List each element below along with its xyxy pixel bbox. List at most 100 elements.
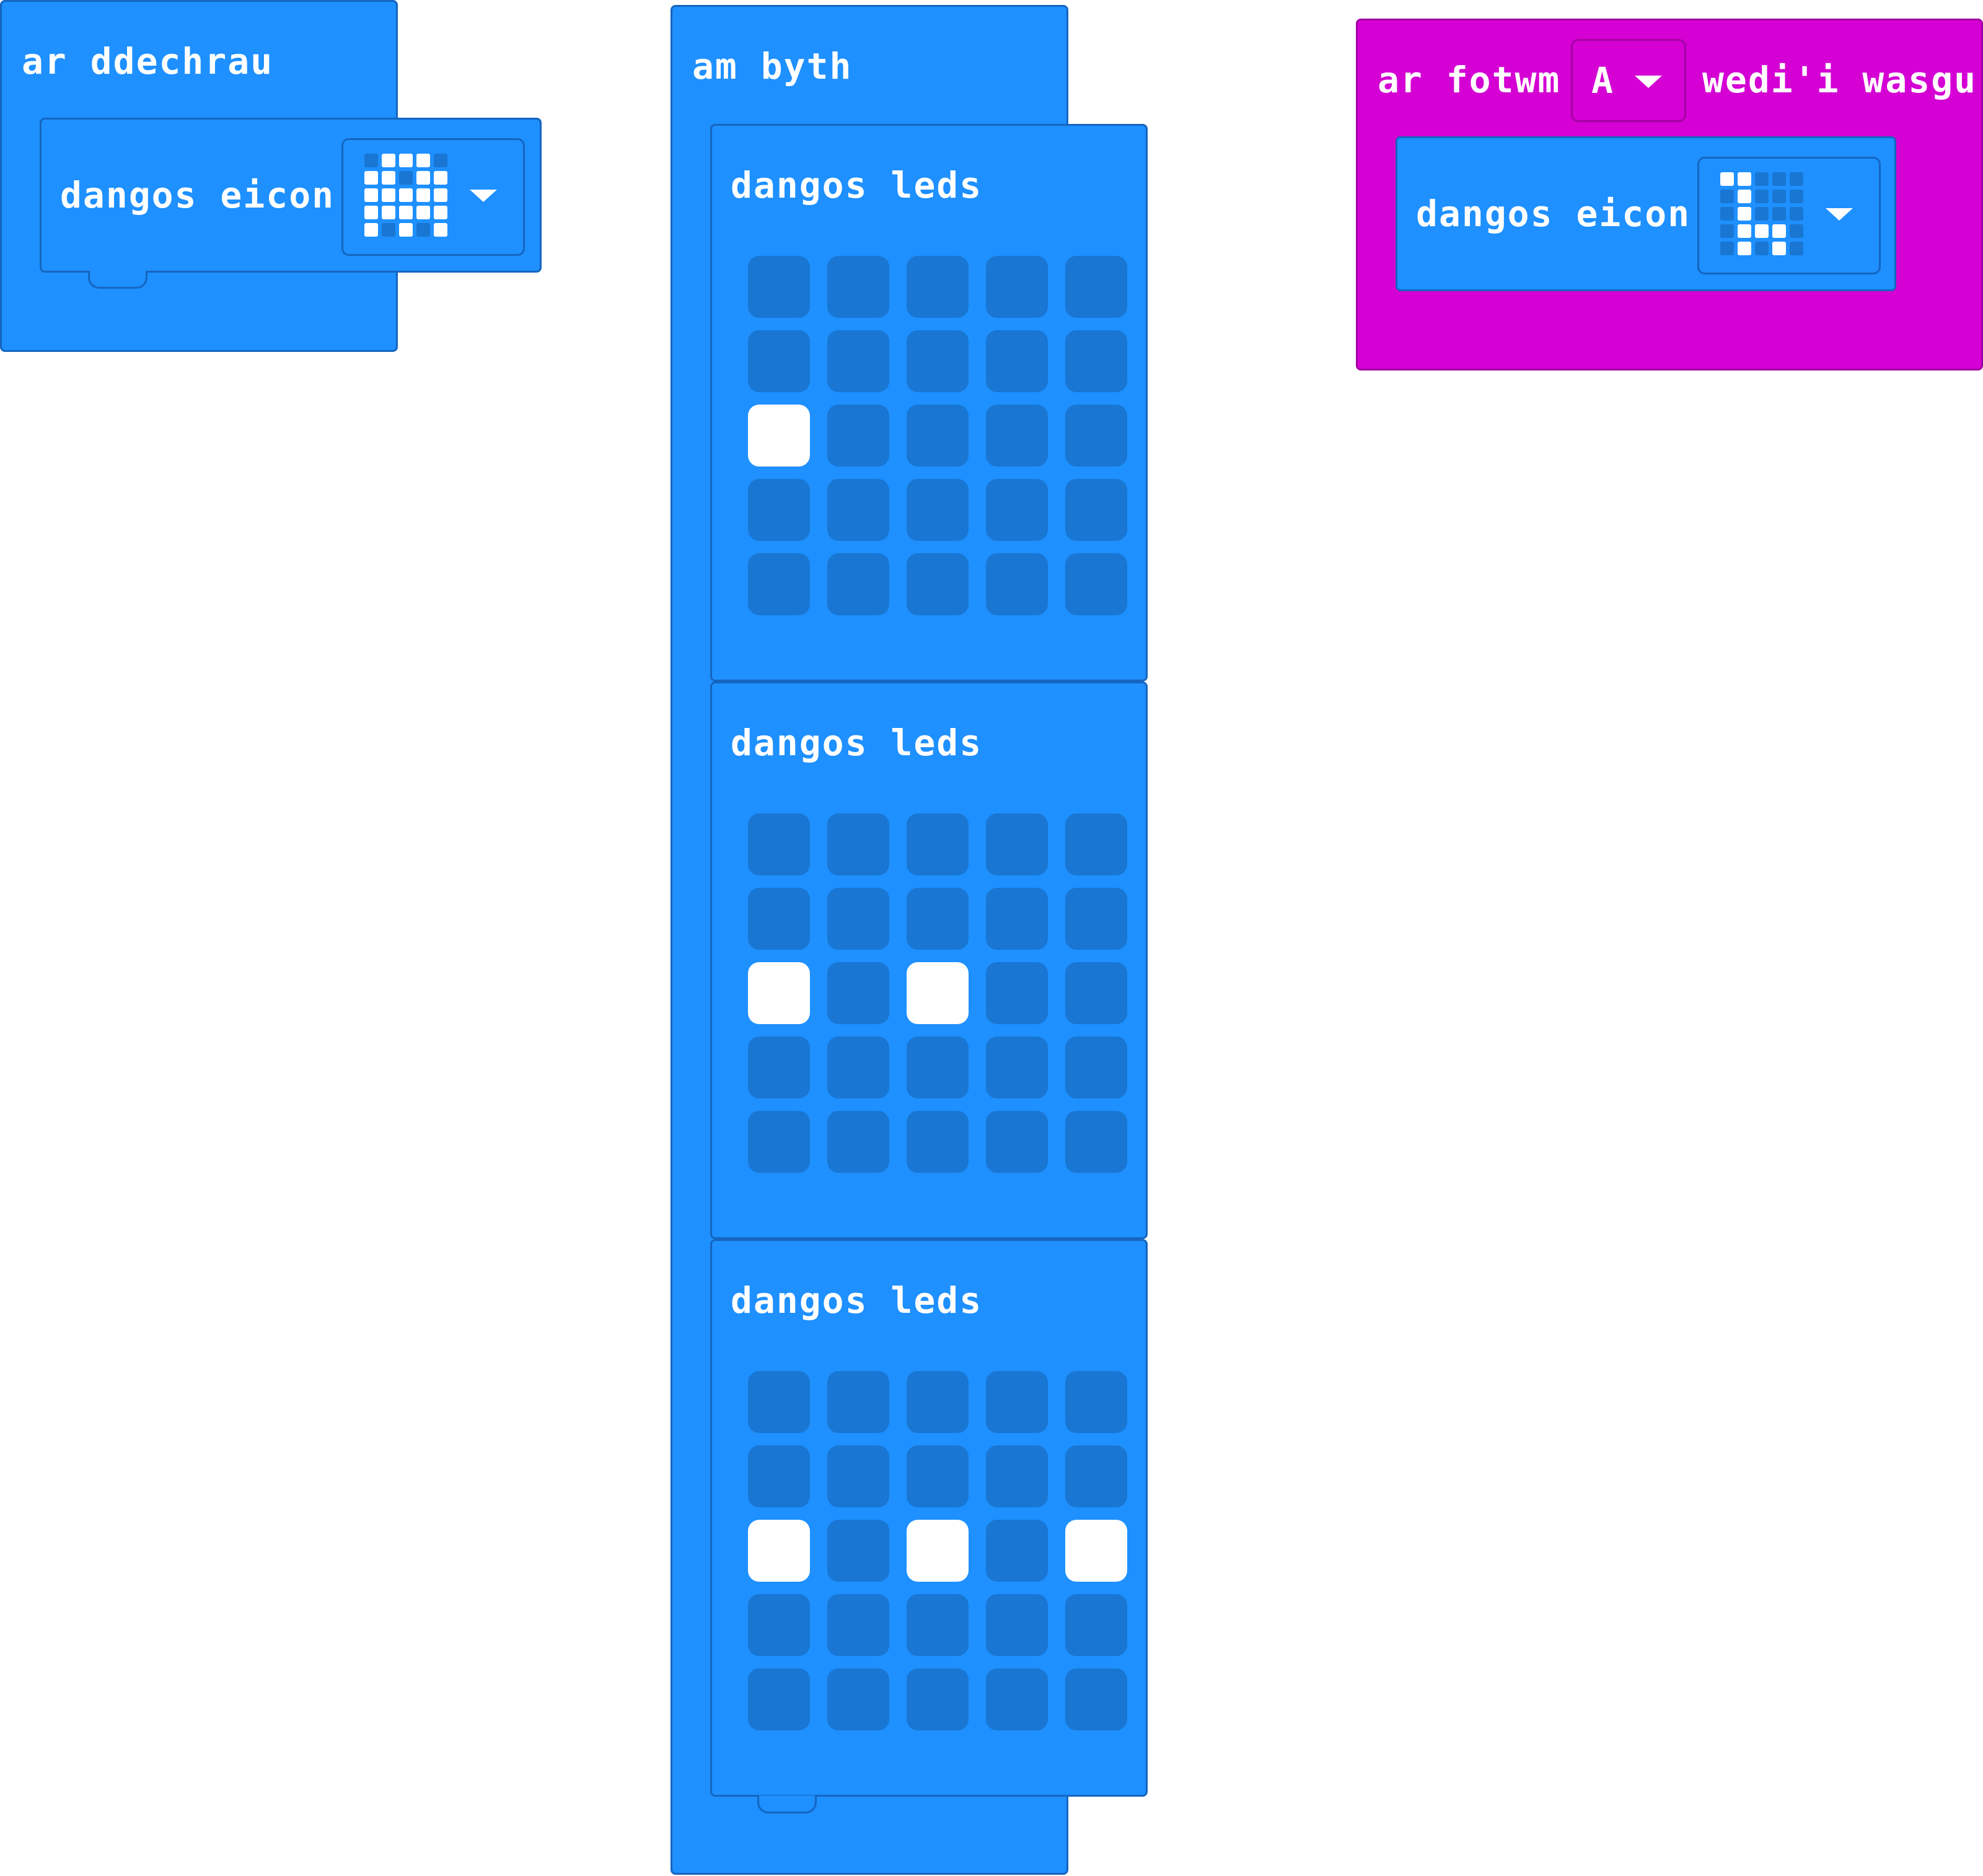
- led-cell[interactable]: [1065, 479, 1127, 541]
- icon-pixel: [1790, 190, 1803, 203]
- led-cell[interactable]: [986, 479, 1048, 541]
- led-cell[interactable]: [748, 888, 810, 950]
- led-cell[interactable]: [986, 1445, 1048, 1507]
- led-cell[interactable]: [827, 1668, 889, 1730]
- chevron-down-icon[interactable]: [1635, 76, 1662, 88]
- icon-pixel: [1738, 190, 1751, 203]
- led-cell[interactable]: [748, 1594, 810, 1656]
- led-cell[interactable]: [827, 405, 889, 467]
- led-cell[interactable]: [986, 405, 1048, 467]
- led-cell[interactable]: [907, 553, 969, 615]
- led-cell[interactable]: [907, 1594, 969, 1656]
- led-cell[interactable]: [986, 1594, 1048, 1656]
- led-cell[interactable]: [1065, 405, 1127, 467]
- led-cell[interactable]: [986, 330, 1048, 392]
- led-cell[interactable]: [748, 1037, 810, 1098]
- led-cell[interactable]: [827, 553, 889, 615]
- led-cell[interactable]: [907, 1371, 969, 1433]
- led-cell[interactable]: [748, 1371, 810, 1433]
- led-cell[interactable]: [986, 1668, 1048, 1730]
- led-cell[interactable]: [827, 1371, 889, 1433]
- led-cell[interactable]: [907, 813, 969, 875]
- chevron-down-icon[interactable]: [470, 190, 497, 202]
- icon-pixel: [1738, 224, 1751, 238]
- chevron-down-icon[interactable]: [1826, 208, 1853, 221]
- led-cell[interactable]: [907, 1111, 969, 1173]
- led-cell[interactable]: [1065, 1594, 1127, 1656]
- led-cell[interactable]: [907, 405, 969, 467]
- icon-pixel: [364, 171, 378, 185]
- led-cell[interactable]: [986, 1371, 1048, 1433]
- led-cell[interactable]: [827, 888, 889, 950]
- led-cell[interactable]: [907, 888, 969, 950]
- icon-pixel: [1738, 242, 1751, 255]
- led-cell[interactable]: [1065, 1111, 1127, 1173]
- led-cell[interactable]: [907, 330, 969, 392]
- led-cell[interactable]: [1065, 888, 1127, 950]
- led-cell[interactable]: [827, 1445, 889, 1507]
- led-cell[interactable]: [827, 1111, 889, 1173]
- led-cell[interactable]: [1065, 256, 1127, 318]
- button-dropdown[interactable]: A: [1571, 39, 1686, 122]
- led-cell[interactable]: [748, 256, 810, 318]
- led-cell[interactable]: [827, 1520, 889, 1582]
- led-cell[interactable]: [907, 256, 969, 318]
- led-cell[interactable]: [986, 962, 1048, 1024]
- led-cell[interactable]: [748, 479, 810, 541]
- led-cell[interactable]: [907, 962, 969, 1024]
- icon-pixel: [1755, 190, 1769, 203]
- led-cell[interactable]: [748, 405, 810, 467]
- led-cell[interactable]: [1065, 1037, 1127, 1098]
- led-cell[interactable]: [827, 1594, 889, 1656]
- icon-pixel: [416, 188, 430, 202]
- led-cell[interactable]: [748, 1445, 810, 1507]
- led-cell[interactable]: [827, 479, 889, 541]
- icon-pixel: [382, 154, 395, 167]
- led-cell[interactable]: [748, 1111, 810, 1173]
- show-icon-block-start[interactable]: dangos eicon: [40, 118, 542, 273]
- show-leds-block-3[interactable]: dangos leds: [710, 1239, 1148, 1797]
- led-cell[interactable]: [1065, 1520, 1127, 1582]
- icon-pixel: [399, 206, 413, 219]
- show-icon-block-button[interactable]: dangos eicon: [1396, 136, 1896, 291]
- led-cell[interactable]: [986, 256, 1048, 318]
- led-cell[interactable]: [748, 1520, 810, 1582]
- led-cell[interactable]: [986, 1520, 1048, 1582]
- led-cell[interactable]: [748, 330, 810, 392]
- led-cell[interactable]: [907, 1520, 969, 1582]
- led-cell[interactable]: [986, 553, 1048, 615]
- show-leds-block-1[interactable]: dangos leds: [710, 124, 1148, 682]
- led-cell[interactable]: [907, 1668, 969, 1730]
- led-cell[interactable]: [1065, 1668, 1127, 1730]
- led-cell[interactable]: [907, 1037, 969, 1098]
- led-cell[interactable]: [1065, 813, 1127, 875]
- icon-pixel: [1755, 224, 1769, 238]
- led-cell[interactable]: [748, 813, 810, 875]
- led-cell[interactable]: [907, 1445, 969, 1507]
- led-cell[interactable]: [748, 553, 810, 615]
- led-cell[interactable]: [1065, 1445, 1127, 1507]
- led-cell[interactable]: [827, 256, 889, 318]
- led-cell[interactable]: [748, 962, 810, 1024]
- show-leds-block-2[interactable]: dangos leds: [710, 682, 1148, 1239]
- led-cell[interactable]: [827, 1037, 889, 1098]
- icon-picker-button[interactable]: [1697, 157, 1881, 274]
- led-cell[interactable]: [907, 479, 969, 541]
- led-cell[interactable]: [1065, 330, 1127, 392]
- led-cell[interactable]: [1065, 962, 1127, 1024]
- icon-pixel: [1755, 172, 1769, 186]
- icon-pixel: [382, 206, 395, 219]
- led-cell[interactable]: [986, 813, 1048, 875]
- led-cell[interactable]: [1065, 1371, 1127, 1433]
- led-cell[interactable]: [986, 888, 1048, 950]
- led-cell[interactable]: [986, 1111, 1048, 1173]
- icon-picker-start[interactable]: [341, 138, 525, 256]
- led-cell[interactable]: [827, 962, 889, 1024]
- led-cell[interactable]: [1065, 553, 1127, 615]
- led-cell[interactable]: [748, 1668, 810, 1730]
- led-cell[interactable]: [986, 1037, 1048, 1098]
- icon-pixel: [364, 154, 378, 167]
- led-cell[interactable]: [827, 813, 889, 875]
- led-cell[interactable]: [827, 330, 889, 392]
- button-dropdown-value: A: [1591, 59, 1614, 102]
